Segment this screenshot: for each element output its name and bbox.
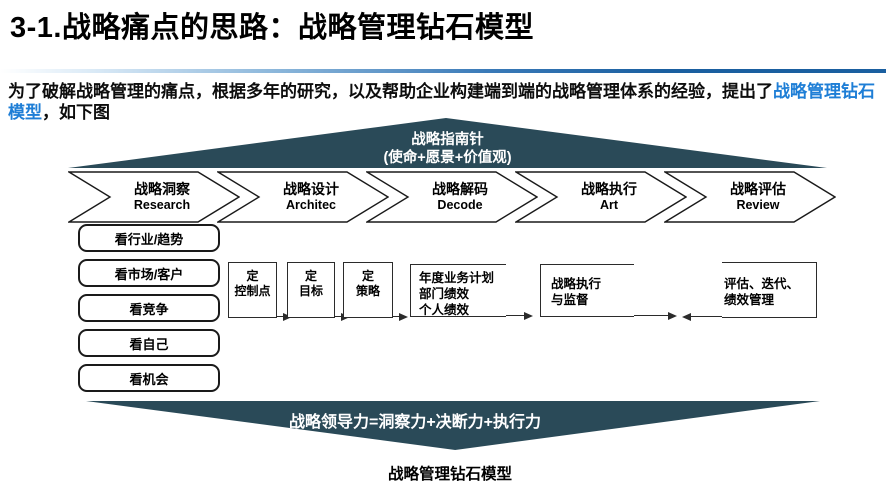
phase-label: 战略解码 Decode [366, 171, 538, 223]
intro-paragraph: 为了破解战略管理的痛点，根据多年的研究，以及帮助企业构建端到端的战略管理体系的经… [8, 81, 884, 123]
arrow-line [276, 315, 283, 317]
arrow-line [634, 314, 668, 316]
chevron-arrow-shape [664, 171, 836, 223]
execute-line2: 与监督 [551, 293, 589, 307]
step-line1: 定 [304, 269, 317, 283]
phase-name-en: Review [736, 198, 780, 212]
title-divider-line [0, 69, 886, 73]
insight-box-competition: 看竞争 [78, 294, 220, 322]
phase-name-cn: 战略执行 [581, 181, 637, 197]
phase-label: 战略设计 Architec [217, 171, 389, 223]
design-step-tactics: 定 策略 [343, 262, 408, 321]
execute-line1: 战略执行 [551, 277, 602, 291]
leadership-triangle: 战略领导力=洞察力+决断力+执行力 [86, 401, 820, 450]
leadership-label: 战略领导力=洞察力+决断力+执行力 [288, 414, 542, 431]
compass-line1: 战略指南针 [411, 132, 484, 148]
review-line1: 评估、迭代、 [724, 277, 800, 291]
review-flow-box: 评估、迭代、 绩效管理 [682, 262, 817, 321]
left-arrow-icon [682, 312, 691, 321]
step-line2: 控制点 [234, 284, 271, 298]
phase-name-en: Research [133, 198, 191, 212]
step-line2: 目标 [298, 284, 323, 298]
intro-highlight-text: 战略管理钻石模型 [8, 82, 875, 122]
compass-triangle: 战略指南针 (使命+愿景+价值观) [68, 118, 827, 168]
intro-text-before: 为了破解战略管理的痛点，根据多年的研究，以及帮助企业构建端到端的战略管理体系的经… [8, 82, 773, 101]
phase-chevron-research: 战略洞察 Research [68, 171, 240, 223]
phase-label: 战略执行 Art [515, 171, 687, 223]
decode-line2: 部门绩效 [419, 287, 470, 301]
phase-chevron-decode: 战略解码 Decode [366, 171, 538, 223]
phase-name-cn: 战略评估 [730, 181, 786, 197]
design-step-goals: 定 目标 [287, 262, 350, 321]
arrow-line [334, 315, 341, 317]
insight-box-industry: 看行业/趋势 [78, 224, 220, 252]
decode-line3: 个人绩效 [419, 303, 470, 317]
compass-line2: (使命+愿景+价值观) [383, 150, 512, 166]
phase-name-cn: 战略设计 [283, 181, 339, 197]
page-title: 3-1.战略痛点的思路：战略管理钻石模型 [10, 12, 534, 44]
phase-name-en: Decode [437, 198, 483, 212]
phase-name-cn: 战略解码 [432, 181, 488, 197]
phase-label: 战略洞察 Research [68, 171, 240, 223]
phase-name-en: Art [599, 198, 619, 212]
compass-label: 战略指南针 (使命+愿景+价值观) [68, 131, 827, 167]
intro-text-after: ，如下图 [42, 103, 110, 122]
insight-box-opportunity: 看机会 [78, 364, 220, 392]
step-line1: 定 [361, 269, 374, 283]
design-step-control-points: 定 控制点 [228, 262, 292, 321]
arrow-line [506, 314, 524, 316]
insight-box-self: 看自己 [78, 329, 220, 357]
step-line1: 定 [246, 269, 259, 283]
phase-label: 战略评估 Review [664, 171, 836, 223]
decode-flow-box: 年度业务计划 部门绩效 个人绩效 [410, 264, 533, 320]
chevron-arrow-shape [68, 171, 240, 223]
insight-box-market: 看市场/客户 [78, 259, 220, 287]
phase-name-en: Architec [285, 198, 337, 212]
execute-flow-box: 战略执行 与监督 [540, 264, 677, 320]
phase-chevron-review: 战略评估 Review [664, 171, 836, 223]
arrow-line [691, 315, 722, 317]
step-line2: 策略 [355, 284, 380, 298]
decode-line1: 年度业务计划 [419, 271, 495, 285]
review-line2: 绩效管理 [724, 293, 775, 307]
chevron-arrow-shape [515, 171, 687, 223]
phase-chevron-art: 战略执行 Art [515, 171, 687, 223]
chevron-arrow-shape [217, 171, 389, 223]
phase-chevron-architect: 战略设计 Architec [217, 171, 389, 223]
right-arrow-icon [399, 312, 408, 321]
right-arrow-icon [524, 311, 533, 320]
diagram-caption: 战略管理钻石模型 [387, 466, 512, 483]
chevron-arrow-shape [366, 171, 538, 223]
phase-name-cn: 战略洞察 [134, 181, 190, 197]
right-arrow-icon [668, 311, 677, 320]
arrow-line [392, 315, 399, 317]
